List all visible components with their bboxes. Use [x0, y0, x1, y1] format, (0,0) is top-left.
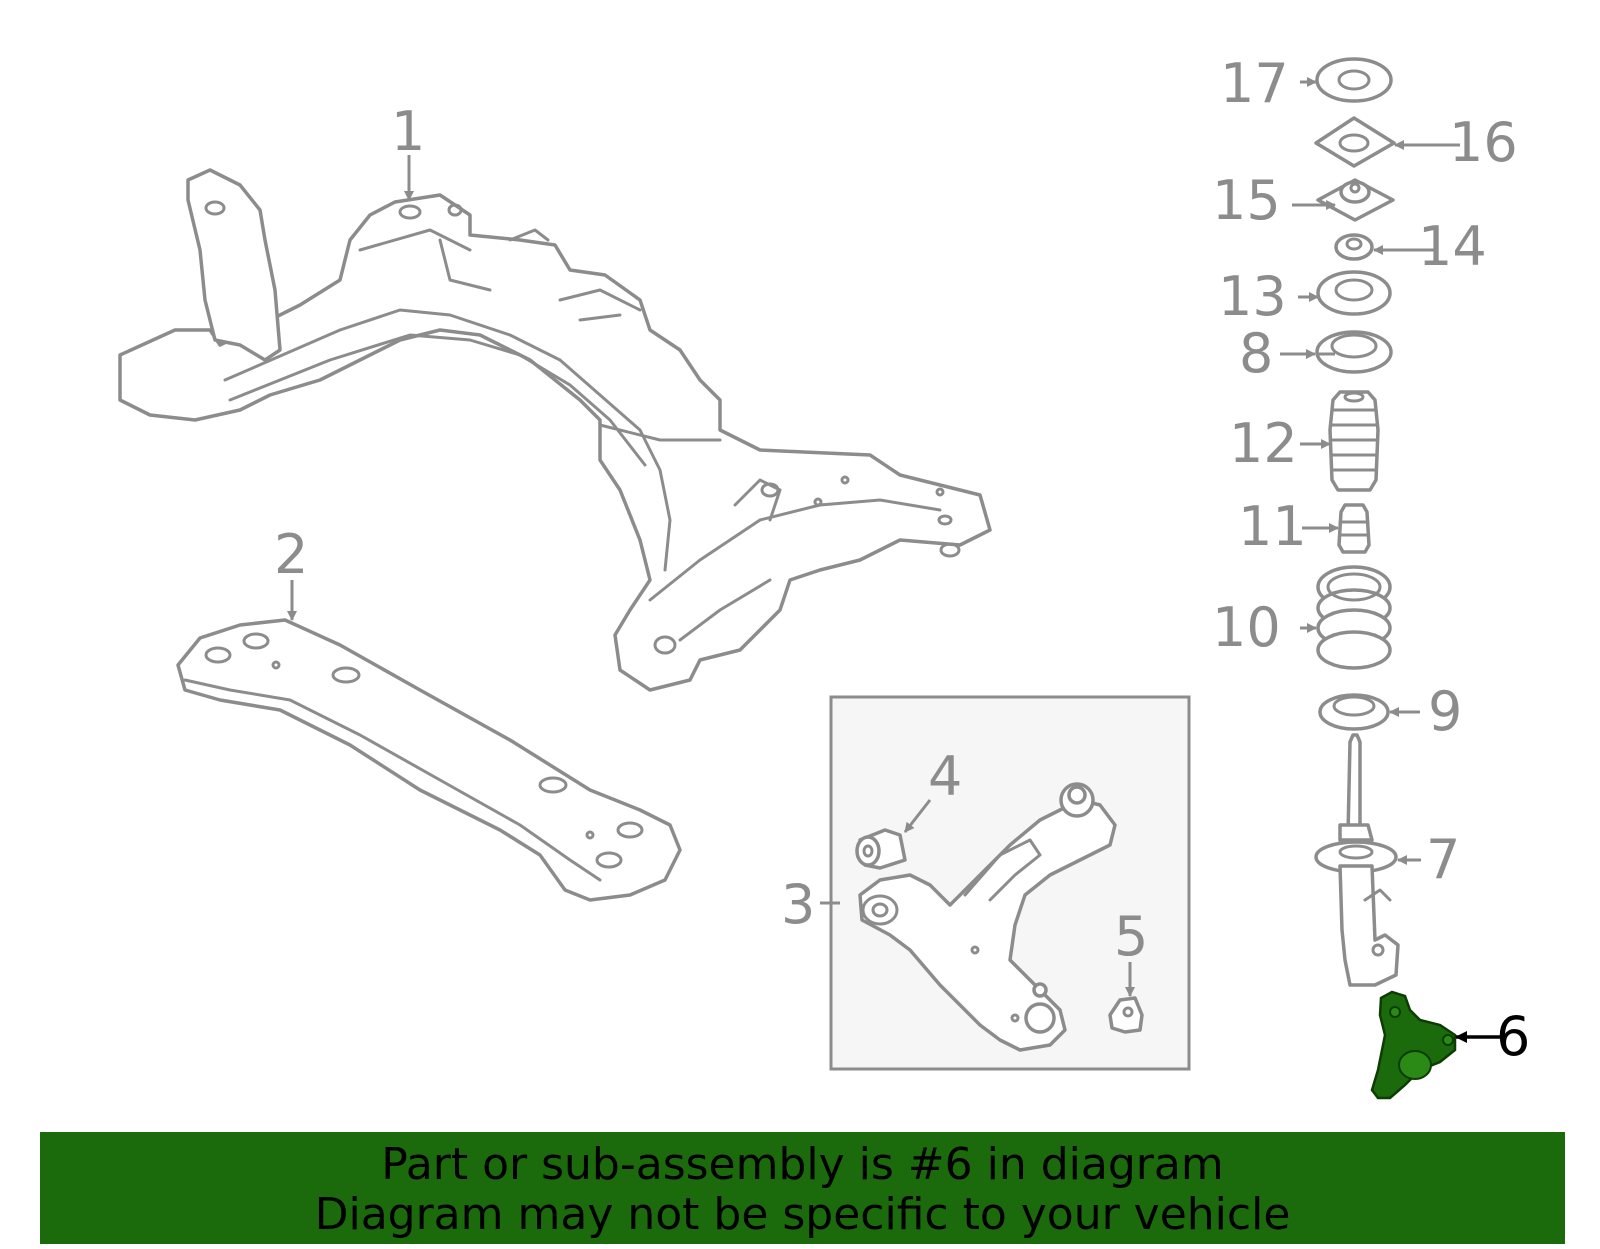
callout-17: 17: [1220, 52, 1289, 115]
callout-5: 5: [1114, 905, 1148, 968]
callout-1: 1: [391, 100, 425, 163]
coil-spring-part-10[interactable]: [1316, 565, 1392, 670]
info-banner: Part or sub-assembly is #6 in diagram Di…: [40, 1132, 1565, 1244]
control-arm[interactable]: [858, 782, 1117, 1052]
bushing-part-5[interactable]: [1108, 996, 1144, 1034]
crossmember-part-2[interactable]: [176, 618, 682, 902]
subframe-part-1[interactable]: [118, 168, 992, 692]
callout-2: 2: [274, 523, 308, 586]
callout-12: 12: [1229, 412, 1298, 475]
callout-3: 3: [781, 873, 815, 936]
callout-6: 6: [1496, 1005, 1530, 1068]
spring-seat-part-8[interactable]: [1315, 330, 1393, 374]
strut-mount-part-15[interactable]: [1316, 178, 1395, 222]
dust-boot-part-12[interactable]: [1328, 390, 1380, 492]
callout-7: 7: [1426, 828, 1460, 891]
strut-mount-plate-part-16[interactable]: [1314, 116, 1396, 168]
banner-line-2: Diagram may not be specific to your vehi…: [314, 1189, 1291, 1240]
callout-11: 11: [1238, 495, 1307, 558]
spring-seat-part-9[interactable]: [1318, 693, 1390, 731]
steering-knuckle-part-6[interactable]: [1370, 990, 1457, 1100]
strut-part-7[interactable]: [1314, 733, 1400, 987]
callout-16: 16: [1449, 111, 1518, 174]
callout-arrows: [287, 77, 1500, 1043]
nut-part-14[interactable]: [1334, 233, 1374, 261]
callout-4: 4: [928, 745, 962, 808]
banner-line-1: Part or sub-assembly is #6 in diagram: [381, 1139, 1224, 1190]
callout-15: 15: [1212, 169, 1281, 232]
callout-8: 8: [1239, 322, 1273, 385]
bump-stop-part-11[interactable]: [1337, 503, 1371, 554]
callout-13: 13: [1218, 265, 1287, 328]
callout-9: 9: [1428, 680, 1462, 743]
callout-14: 14: [1418, 215, 1487, 278]
bearing-part-13[interactable]: [1316, 270, 1392, 316]
callout-10: 10: [1212, 596, 1281, 659]
bushing-part-4[interactable]: [855, 828, 907, 870]
strut-mount-plate-part-17[interactable]: [1315, 57, 1393, 103]
